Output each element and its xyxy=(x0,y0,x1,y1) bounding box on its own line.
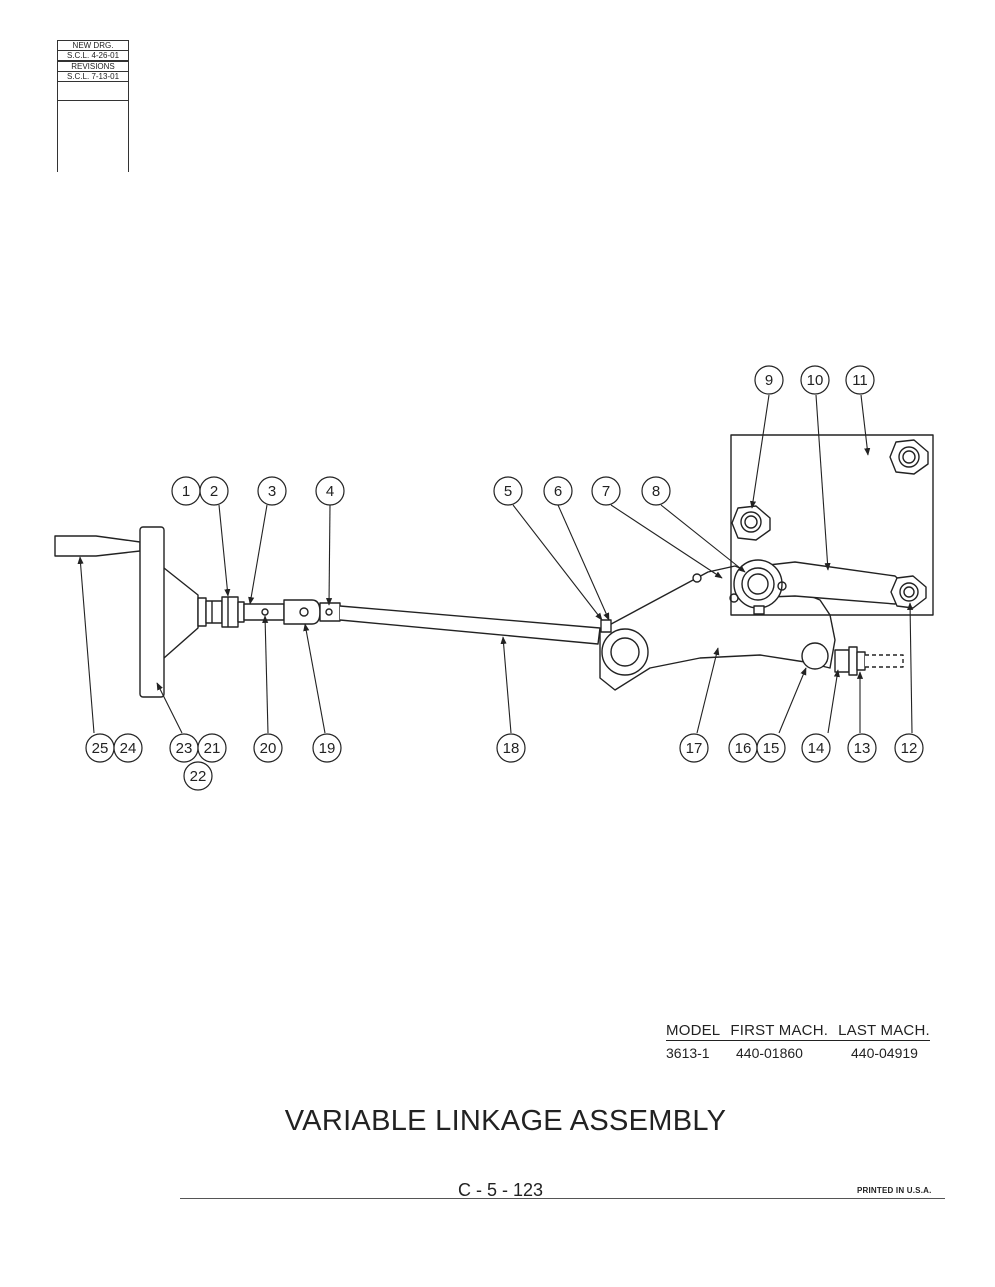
callout-19: 19 xyxy=(312,733,342,763)
callout-9: 9 xyxy=(754,365,784,395)
callout-4: 4 xyxy=(315,476,345,506)
callout-1: 1 xyxy=(171,476,201,506)
callout-15: 15 xyxy=(756,733,786,763)
svg-text:18: 18 xyxy=(503,740,520,757)
callout-13: 13 xyxy=(847,733,877,763)
callout-10: 10 xyxy=(800,365,830,395)
svg-text:23: 23 xyxy=(176,740,193,757)
pivot-collar xyxy=(692,559,787,615)
last-mach-value: 440-04919 xyxy=(851,1045,918,1061)
printed-in-usa: PRINTED IN U.S.A. xyxy=(857,1186,932,1195)
svg-text:14: 14 xyxy=(808,740,825,757)
svg-text:21: 21 xyxy=(204,740,221,757)
first-mach-header: FIRST MACH. xyxy=(730,1022,829,1039)
svg-text:3: 3 xyxy=(268,483,276,500)
svg-text:19: 19 xyxy=(319,740,336,757)
svg-text:20: 20 xyxy=(260,740,277,757)
revision-entry: S.C.L. 7-13-01 xyxy=(58,72,128,82)
hex-nut-11 xyxy=(889,439,929,475)
hex-nut-12 xyxy=(890,575,927,609)
bottom-rule xyxy=(180,1198,945,1199)
callout-8: 8 xyxy=(641,476,671,506)
svg-text:5: 5 xyxy=(504,483,512,500)
callout-11: 11 xyxy=(845,365,875,395)
first-mach-value: 440-01860 xyxy=(736,1045,803,1061)
clevis xyxy=(243,599,341,625)
callout-20: 20 xyxy=(253,733,283,763)
control-rod xyxy=(339,605,601,645)
svg-text:22: 22 xyxy=(190,768,207,785)
callout-16: 16 xyxy=(728,733,758,763)
model-value: 3613-1 xyxy=(666,1045,710,1061)
callout-12: 12 xyxy=(894,733,924,763)
hex-nut-9 xyxy=(731,505,771,541)
revisions-label: REVISIONS xyxy=(58,62,128,72)
title-block-header: MODEL FIRST MACH. LAST MACH. xyxy=(666,1022,930,1041)
svg-text:15: 15 xyxy=(763,740,780,757)
callout-22: 22 xyxy=(183,761,213,791)
revision-empty-row xyxy=(58,82,128,101)
last-mach-header: LAST MACH. xyxy=(838,1022,930,1039)
callout-23: 23 xyxy=(169,733,199,763)
handwheel xyxy=(139,526,199,698)
svg-text:17: 17 xyxy=(686,740,703,757)
new-drawing-entry: S.C.L. 4-26-01 xyxy=(58,51,128,62)
drawing-title: VARIABLE LINKAGE ASSEMBLY xyxy=(284,1105,727,1137)
callout-14: 14 xyxy=(801,733,831,763)
svg-text:16: 16 xyxy=(735,740,752,757)
svg-text:9: 9 xyxy=(765,372,773,389)
callout-5: 5 xyxy=(493,476,523,506)
svg-text:4: 4 xyxy=(326,483,334,500)
svg-text:1: 1 xyxy=(182,483,190,500)
mounting-plate xyxy=(730,434,934,616)
callout-2: 2 xyxy=(199,476,229,506)
svg-text:12: 12 xyxy=(901,740,918,757)
callout-18: 18 xyxy=(496,733,526,763)
svg-text:24: 24 xyxy=(120,740,137,757)
svg-text:8: 8 xyxy=(652,483,660,500)
new-drawing-label: NEW DRG. xyxy=(58,41,128,51)
callout-7: 7 xyxy=(591,476,621,506)
callout-17: 17 xyxy=(679,733,709,763)
svg-text:13: 13 xyxy=(854,740,871,757)
svg-text:11: 11 xyxy=(852,372,868,389)
svg-text:2: 2 xyxy=(210,483,218,500)
svg-text:25: 25 xyxy=(92,740,109,757)
callout-21: 21 xyxy=(197,733,227,763)
svg-text:6: 6 xyxy=(554,483,562,500)
callout-3: 3 xyxy=(257,476,287,506)
callout-6: 6 xyxy=(543,476,573,506)
threaded-stud xyxy=(834,646,904,676)
revision-block: NEW DRG. S.C.L. 4-26-01 REVISIONS S.C.L.… xyxy=(57,40,129,172)
model-header: MODEL xyxy=(666,1022,721,1039)
svg-text:10: 10 xyxy=(807,372,824,389)
svg-text:7: 7 xyxy=(602,483,610,500)
page-number: C - 5 - 123 xyxy=(458,1180,544,1200)
handle-grip xyxy=(54,535,141,557)
callout-25: 25 xyxy=(85,733,115,763)
callout-24: 24 xyxy=(113,733,143,763)
hub-assembly xyxy=(197,596,245,628)
